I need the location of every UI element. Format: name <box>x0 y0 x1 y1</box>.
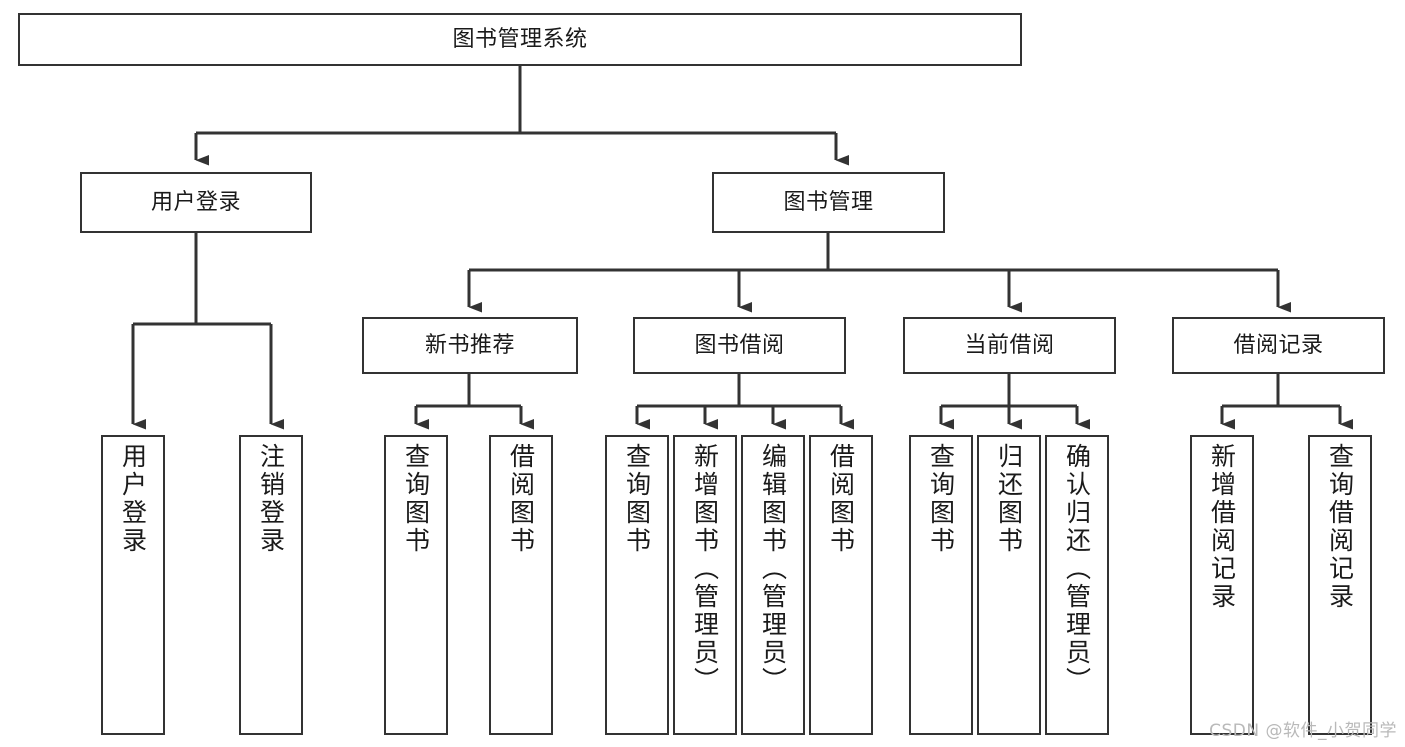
node-label: 图书借阅 <box>694 332 785 358</box>
node-book-borrow[interactable]: 图书借阅 <box>633 317 846 374</box>
node-book-manage[interactable]: 图书管理 <box>712 172 945 233</box>
node-label: 图书管理系统 <box>452 26 588 52</box>
node-label: 查询图书 <box>622 443 652 555</box>
leaf-user-login[interactable]: 用户登录 <box>101 435 165 735</box>
node-label: 归还图书 <box>994 443 1024 555</box>
node-label: 当前借阅 <box>964 332 1055 358</box>
node-label: 新书推荐 <box>424 332 515 358</box>
leaf-user-logout[interactable]: 注销登录 <box>239 435 303 735</box>
node-label: 编辑图书（管理员） <box>758 443 788 695</box>
leaf-borrow-book-1[interactable]: 借阅图书 <box>489 435 553 735</box>
node-new-book-recommend[interactable]: 新书推荐 <box>362 317 578 374</box>
node-user-login[interactable]: 用户登录 <box>80 172 312 233</box>
node-label: 查询借阅记录 <box>1325 443 1355 611</box>
leaf-query-record[interactable]: 查询借阅记录 <box>1308 435 1372 735</box>
leaf-add-record[interactable]: 新增借阅记录 <box>1190 435 1254 735</box>
leaf-query-book-1[interactable]: 查询图书 <box>384 435 448 735</box>
leaf-query-book-3[interactable]: 查询图书 <box>909 435 973 735</box>
node-label: 借阅图书 <box>506 443 536 555</box>
leaf-return-book[interactable]: 归还图书 <box>977 435 1041 735</box>
node-label: 查询图书 <box>401 443 431 555</box>
node-label: 新增图书（管理员） <box>690 443 720 695</box>
node-borrow-record[interactable]: 借阅记录 <box>1172 317 1385 374</box>
leaf-confirm-return[interactable]: 确认归还（管理员） <box>1045 435 1109 735</box>
node-root-system[interactable]: 图书管理系统 <box>18 13 1022 66</box>
node-label: 用户登录 <box>150 189 241 215</box>
node-label: 图书管理 <box>783 189 874 215</box>
leaf-borrow-book-2[interactable]: 借阅图书 <box>809 435 873 735</box>
node-label: 注销登录 <box>256 443 286 555</box>
leaf-edit-book[interactable]: 编辑图书（管理员） <box>741 435 805 735</box>
node-label: 确认归还（管理员） <box>1062 443 1092 695</box>
leaf-query-book-2[interactable]: 查询图书 <box>605 435 669 735</box>
node-label: 借阅记录 <box>1233 332 1324 358</box>
node-current-borrow[interactable]: 当前借阅 <box>903 317 1116 374</box>
node-label: 查询图书 <box>926 443 956 555</box>
node-label: 借阅图书 <box>826 443 856 555</box>
node-label: 新增借阅记录 <box>1207 443 1237 611</box>
leaf-add-book[interactable]: 新增图书（管理员） <box>673 435 737 735</box>
node-label: 用户登录 <box>118 443 148 555</box>
csdn-watermark: CSDN @软件_小贺同学 <box>1209 721 1397 741</box>
